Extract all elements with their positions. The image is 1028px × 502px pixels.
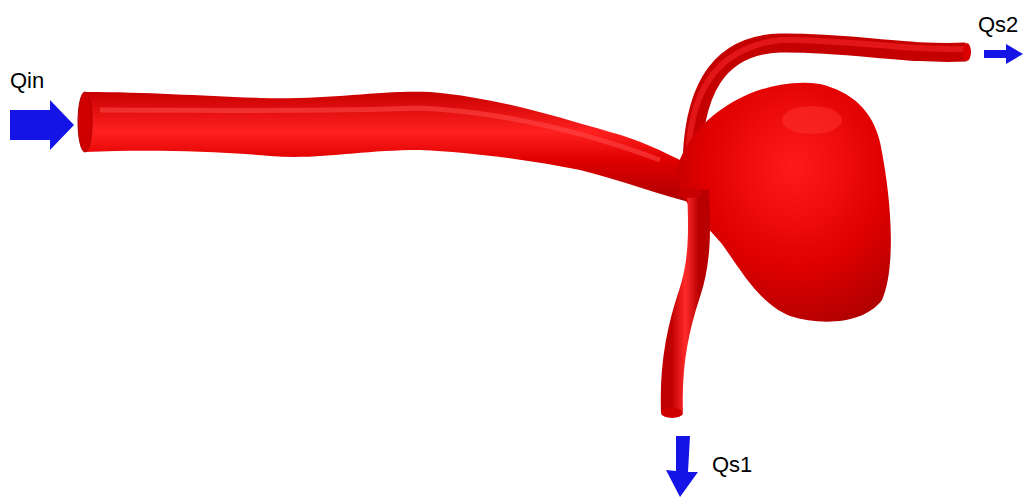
flow-label: Qs2 [978,14,1018,36]
flow-label: Qin [10,70,44,92]
sac-highlight [782,106,842,134]
flow-arrow [10,100,74,150]
branch-root [678,188,702,198]
flow-label: Qs1 [712,454,752,476]
main-vessel [85,92,700,205]
outlet-face [963,43,971,61]
outlet-face [661,408,683,418]
vessel-highlight [100,108,660,160]
flow-arrow [984,44,1023,64]
lower-branch [672,190,699,412]
flow-arrow [666,436,698,497]
inlet-face [78,92,92,152]
